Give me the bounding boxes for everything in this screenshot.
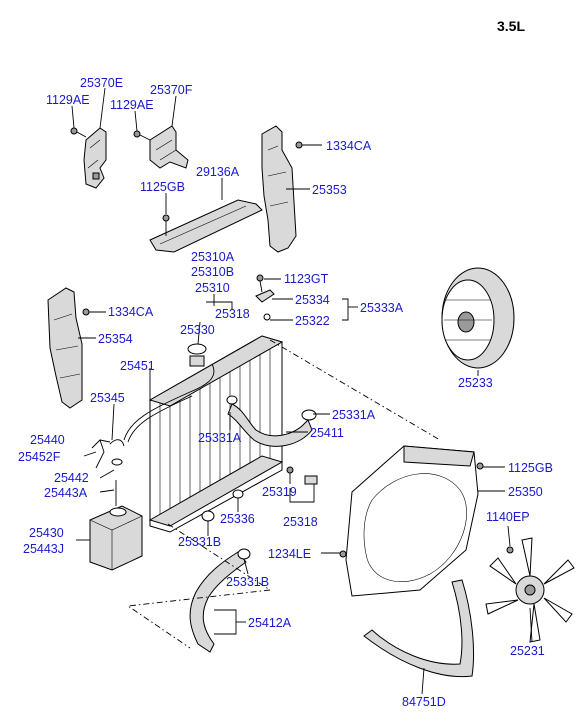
label-25331A-left: 25331A — [198, 431, 242, 445]
drain-fitting-25318 — [286, 466, 318, 485]
label-25318-top: 25318 — [215, 307, 250, 321]
label-25411: 25411 — [310, 426, 344, 440]
bolt-1129AE-left — [70, 127, 87, 138]
radiator-25310 — [148, 335, 284, 533]
fan-25231 — [485, 537, 575, 643]
label-25330: 25330 — [180, 323, 215, 337]
label-25430: 25430 — [29, 526, 64, 540]
bolt-1129AE-right — [133, 130, 151, 141]
label-25322: 25322 — [295, 314, 330, 328]
label-84751D: 84751D — [402, 695, 446, 709]
air-guard-25354 — [47, 287, 90, 409]
label-29136A: 29136A — [196, 165, 240, 179]
label-25443J: 25443J — [23, 542, 64, 556]
bracket-25370F — [149, 125, 189, 169]
rail-29136A — [149, 199, 263, 253]
label-25310A: 25310A — [191, 250, 235, 264]
label-1125GB-top: 1125GB — [140, 180, 185, 194]
fan-shroud-25350 — [339, 445, 484, 597]
bracket-25334 — [255, 274, 275, 321]
label-25440: 25440 — [30, 433, 65, 447]
label-1234LE: 1234LE — [268, 547, 311, 561]
label-25318-bottom: 25318 — [283, 515, 318, 529]
label-1140EP: 1140EP — [486, 510, 530, 524]
label-25412A: 25412A — [248, 616, 292, 630]
label-25353: 25353 — [312, 183, 347, 197]
reservoir-25430 — [89, 439, 143, 571]
label-1125GB-right: 1125GB — [508, 461, 553, 475]
label-25310: 25310 — [195, 281, 230, 295]
label-1123GT: 1123GT — [284, 272, 329, 286]
fan-clutch-25233 — [441, 267, 515, 369]
hose-25451 — [123, 363, 215, 443]
radiator-cap-25330 — [187, 343, 207, 355]
label-25442: 25442 — [54, 471, 89, 485]
label-25350: 25350 — [508, 485, 543, 499]
label-25334: 25334 — [295, 293, 330, 307]
reference-lines — [126, 339, 441, 649]
label-25443A: 25443A — [44, 486, 88, 500]
label-25451: 25451 — [120, 359, 155, 373]
label-25233: 25233 — [458, 376, 493, 390]
label-25370E: 25370E — [80, 76, 123, 90]
label-1334CA-top: 1334CA — [326, 139, 372, 153]
label-25331B-right: 25331B — [226, 575, 269, 589]
label-25452F: 25452F — [18, 450, 61, 464]
label-1129AE-right: 1129AE — [110, 98, 154, 112]
upper-hose-25411 — [226, 395, 317, 447]
label-25231: 25231 — [510, 644, 545, 658]
air-guard-25353 — [261, 125, 303, 253]
leader-lines — [71, 87, 533, 695]
part-labels: 25370E 1129AE 1129AE 25370F 1334CA 29136… — [18, 76, 553, 709]
label-25310B: 25310B — [191, 265, 234, 279]
label-1334CA-left: 1334CA — [108, 305, 154, 319]
label-25319: 25319 — [262, 485, 297, 499]
lower-hose-25412A — [189, 489, 251, 653]
label-25354: 25354 — [98, 332, 133, 346]
label-1129AE-left: 1129AE — [46, 93, 90, 107]
lower-shroud-84751D — [363, 579, 474, 678]
label-25331B-left: 25331B — [178, 535, 221, 549]
bracket-25370E — [83, 127, 107, 189]
label-25331A-right: 25331A — [332, 408, 376, 422]
label-25345: 25345 — [90, 391, 125, 405]
label-25336: 25336 — [220, 512, 255, 526]
label-25333A: 25333A — [360, 301, 404, 315]
label-25370F: 25370F — [150, 83, 193, 97]
engine-designation: 3.5L — [497, 18, 525, 34]
